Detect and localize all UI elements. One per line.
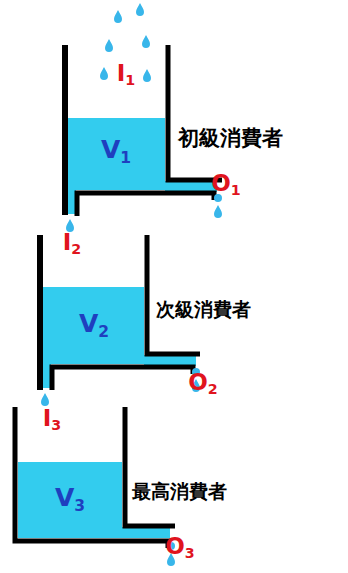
consumer-label: 初級消費者 bbox=[178, 127, 283, 148]
tank bbox=[40, 235, 200, 406]
flow-label: I2 bbox=[63, 231, 81, 257]
volume-label: V3 bbox=[55, 485, 85, 514]
water-drops bbox=[100, 3, 151, 82]
consumer-label: 最高消費者 bbox=[132, 482, 227, 501]
flow-label: I3 bbox=[43, 407, 61, 433]
volume-label: V2 bbox=[79, 311, 109, 340]
flow-label: O3 bbox=[165, 535, 194, 561]
flow-label: O1 bbox=[211, 172, 240, 198]
flow-label: I1 bbox=[117, 62, 135, 88]
volume-label: V1 bbox=[101, 137, 131, 166]
flow-label: O2 bbox=[188, 371, 217, 397]
consumer-label: 次級消費者 bbox=[156, 300, 251, 319]
